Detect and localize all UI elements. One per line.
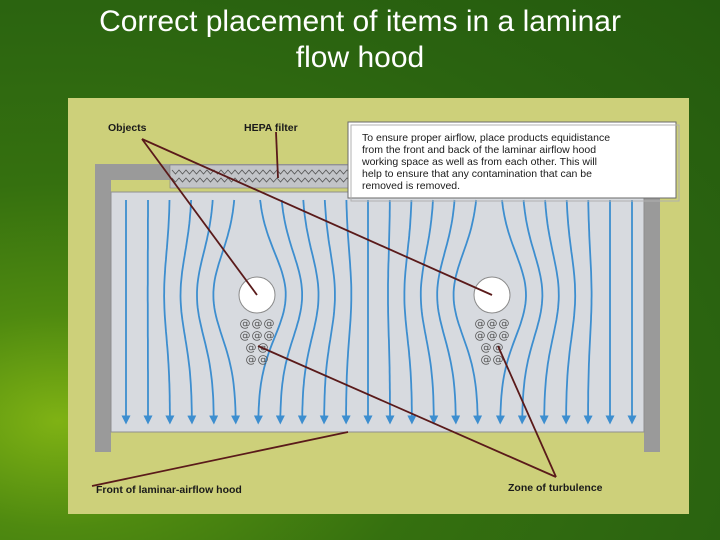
leader-lines	[91, 131, 557, 487]
airflow-lines	[121, 199, 637, 425]
airflow-line	[341, 199, 353, 425]
airflow-line	[419, 199, 439, 425]
swirl-mark: @	[493, 353, 504, 366]
leader-objects-right	[141, 138, 493, 296]
leader-front	[91, 431, 349, 487]
airflow-line	[196, 199, 219, 425]
slide-title: Correct placement of items in a laminar …	[0, 4, 720, 76]
label-front-of-hood: Front of laminar-airflow hood	[96, 484, 242, 496]
callout-line-4: help to ensure that any contamination th…	[362, 168, 592, 180]
swirl-mark: @	[246, 341, 257, 354]
airflow-line	[495, 199, 527, 425]
swirl-mark: @	[487, 317, 498, 330]
airflow-line	[275, 199, 304, 425]
label-objects: Objects	[108, 122, 147, 134]
airflow-line	[212, 199, 241, 425]
airflow-line	[436, 199, 461, 425]
leader-zone-right	[497, 345, 557, 478]
swirl-mark: @	[246, 353, 257, 366]
title-line-2: flow hood	[295, 41, 425, 74]
airflow-line	[517, 199, 544, 425]
swirl-mark: @	[258, 353, 269, 366]
swirl-mark: @	[252, 329, 263, 342]
title-line-1: Correct placement of items in a laminar	[99, 5, 621, 38]
leader-hepa-filter	[275, 131, 279, 179]
airflow-line	[179, 199, 197, 425]
swirl-mark: @	[487, 329, 498, 342]
airflow-line	[319, 199, 336, 425]
airflow-line	[385, 200, 395, 425]
swirl-mark: @	[240, 329, 251, 342]
hood-frame-left	[95, 164, 111, 452]
label-hepa-filter: HEPA filter	[244, 122, 298, 134]
swirl-mark: @	[264, 317, 275, 330]
leader-zone-left	[257, 345, 557, 478]
callout-shadow	[350, 124, 680, 202]
callout-line-2: from the front and back of the laminar a…	[362, 144, 596, 156]
callout-line-3: working space as well as from each other…	[361, 156, 597, 168]
swirl-mark: @	[264, 329, 275, 342]
airflow-line	[539, 199, 560, 425]
callout-line-5: removed is removed.	[362, 180, 460, 192]
swirl-mark: @	[240, 317, 251, 330]
airflow-line	[561, 199, 577, 425]
airflow-line	[452, 199, 483, 425]
swirl-mark: @	[252, 317, 263, 330]
airflow-line	[163, 199, 175, 425]
airflow-line	[403, 199, 417, 425]
airflow-line	[253, 199, 287, 425]
swirl-mark: @	[499, 329, 510, 342]
swirl-mark: @	[481, 341, 492, 354]
callout-line-1: To ensure proper airflow, place products…	[362, 132, 610, 144]
swirl-mark: @	[481, 353, 492, 366]
laminar-flow-diagram: @@@@@@@@@@@@@@@@@@@@ To ensure proper ai…	[68, 98, 689, 514]
hood-frame-right	[644, 164, 660, 452]
swirl-mark: @	[475, 329, 486, 342]
airflow-line	[583, 200, 593, 425]
hood-workspace	[110, 191, 645, 433]
leader-objects-left	[141, 138, 258, 296]
label-zone-of-turbulence: Zone of turbulence	[508, 482, 603, 494]
swirl-mark: @	[499, 317, 510, 330]
swirl-mark: @	[475, 317, 486, 330]
airflow-line	[297, 199, 320, 425]
callout-box	[347, 121, 677, 199]
diagram-svg: @@@@@@@@@@@@@@@@@@@@ To ensure proper ai…	[68, 98, 689, 514]
